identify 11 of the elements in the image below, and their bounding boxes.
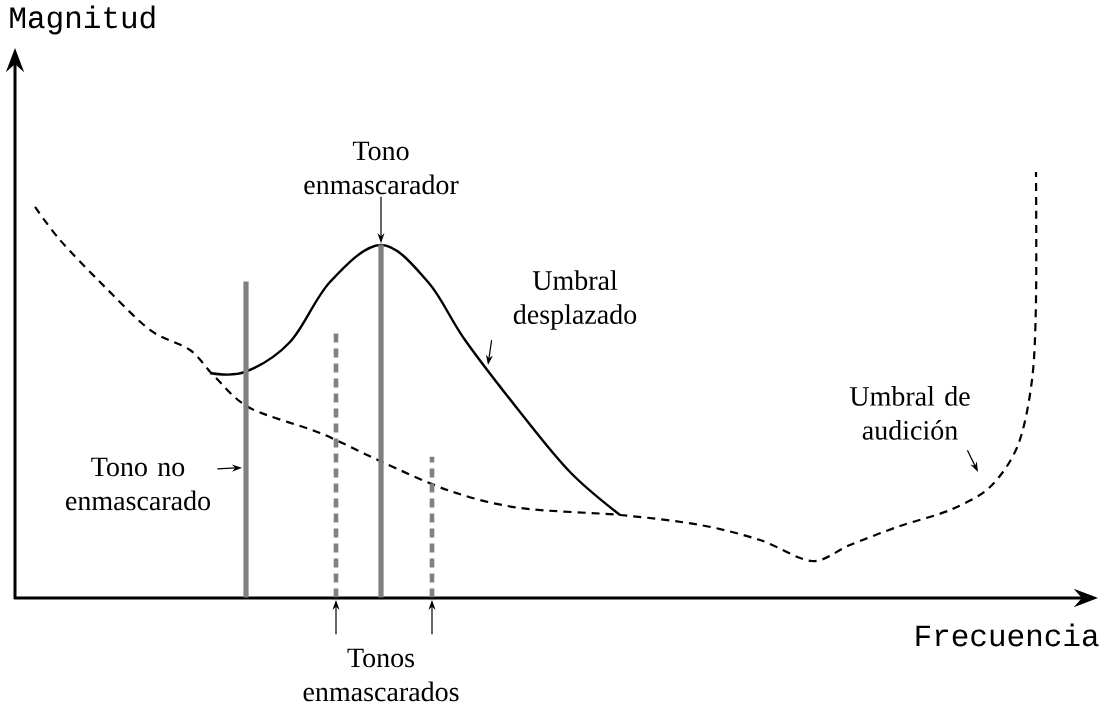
annotation-text: Tonos enmascarados bbox=[303, 648, 459, 702]
tone-bar bbox=[378, 244, 384, 598]
annotation-text: Tono no enmascarado bbox=[66, 457, 210, 511]
annotation-text: Tono enmascarador bbox=[304, 141, 459, 195]
axis-label: Frecuencia bbox=[916, 623, 1099, 647]
tone-bar bbox=[243, 281, 249, 598]
axis-label: Magnitud bbox=[10, 5, 155, 35]
annotation-text: Umbral de audición bbox=[849, 386, 970, 440]
masked-tone-bar bbox=[333, 331, 339, 598]
masked-tone-bar bbox=[429, 456, 435, 598]
annotation-text: Umbral desplazado bbox=[513, 270, 637, 330]
